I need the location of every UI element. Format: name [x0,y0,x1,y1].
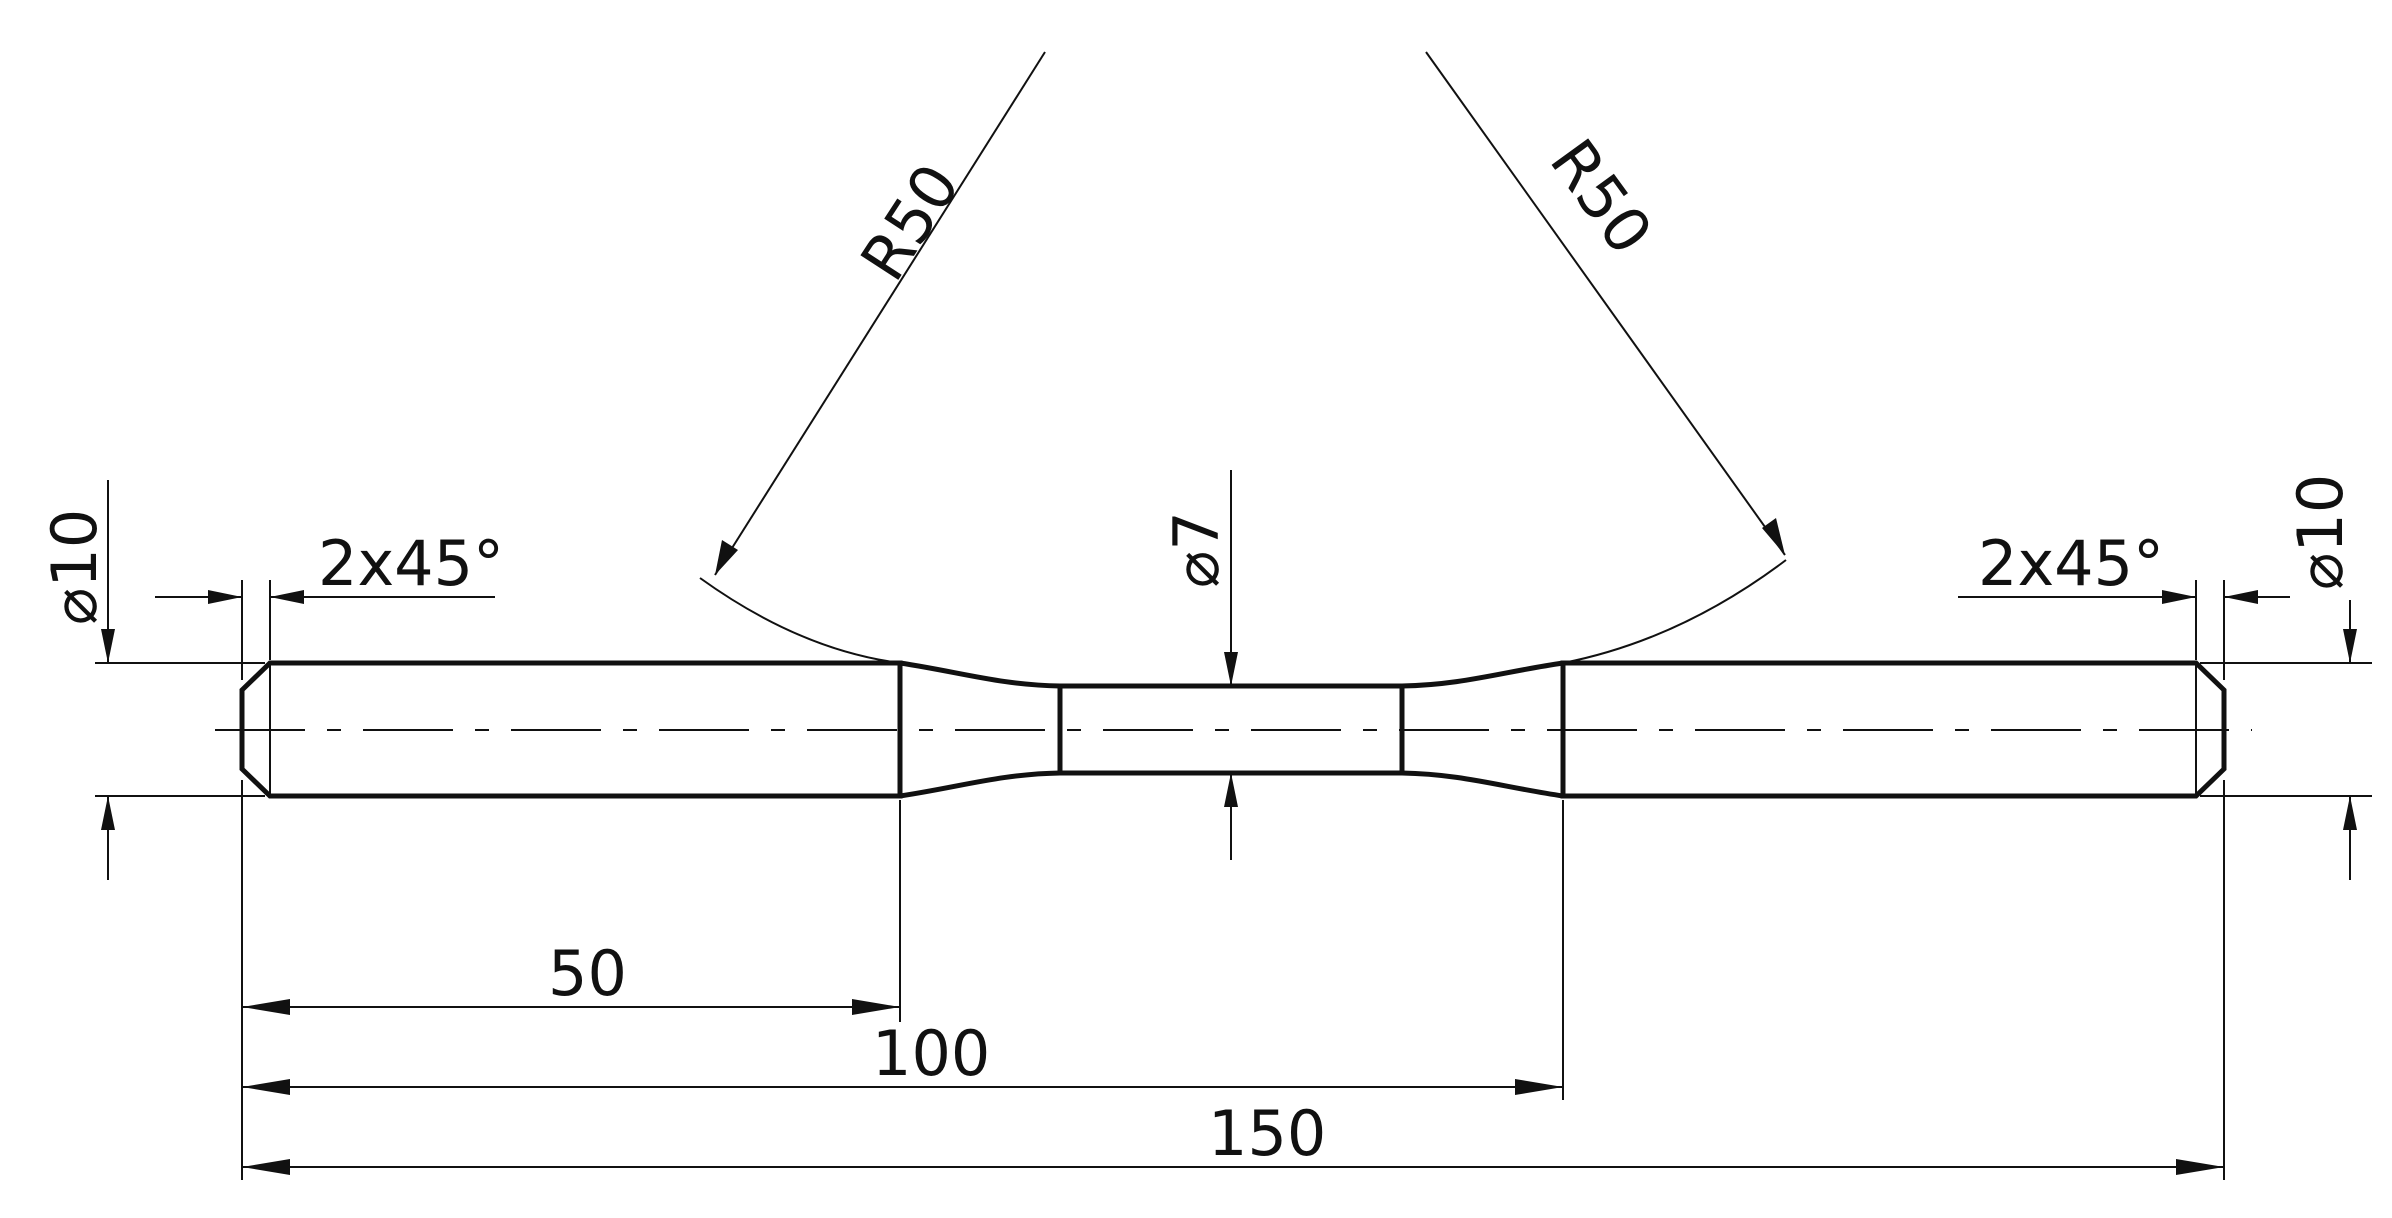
radius-leader-left [714,51,1046,576]
diameter-left-label: ⌀10 [38,509,111,625]
diameter-center-arrow-top [1224,652,1238,686]
length-arrow-50-right [852,999,900,1015]
length-dimensions: 50 100 150 [241,780,2225,1180]
diameter-right-arrow-top [2343,629,2357,663]
radius-arc-left [699,577,901,664]
lower-fillet-right [1401,770,1564,799]
diameter-left-arrow-bottom [101,796,115,830]
radius-arrow-left [715,540,738,575]
diameter-dimensions: ⌀10 ⌀10 ⌀7 [38,470,2372,880]
chamfer-arrow-left-1 [208,590,242,604]
length-arrow-50-left [242,999,290,1015]
radius-arrow-right [1762,518,1785,555]
radius-label-left: R50 [846,151,974,293]
chamfer-arrow-left-2 [270,590,304,604]
radius-label-right: R50 [1536,126,1667,268]
length-arrow-100-right [1515,1079,1563,1095]
length-label-150: 150 [1208,1097,1326,1170]
diameter-right-arrow-bottom [2343,796,2357,830]
specimen-outline [215,660,2252,799]
diameter-center-arrow-bottom [1224,773,1238,807]
upper-fillet-right [1401,660,1564,689]
radius-arc-right [1562,559,1787,664]
length-arrow-100-left [242,1079,290,1095]
length-arrow-150-right [2176,1159,2224,1175]
chamfer-arrow-right-2 [2224,590,2258,604]
chamfer-label-right: 2x45° [1978,527,2164,600]
length-label-50: 50 [548,937,627,1010]
diameter-left-arrow-top [101,629,115,663]
diameter-right-label: ⌀10 [2284,474,2357,590]
chamfer-arrow-right-1 [2162,590,2196,604]
upper-fillet-left [899,660,1061,689]
diameter-center-label: ⌀7 [1160,511,1233,588]
radius-leader-right [1425,51,1786,556]
chamfer-dimensions: 2x45° 2x45° [155,527,2290,680]
chamfer-label-left: 2x45° [318,527,504,600]
lower-fillet-left [899,770,1061,799]
length-label-100: 100 [872,1017,990,1090]
radius-dimensions: R50 R50 [699,51,1787,664]
length-arrow-150-left [242,1159,290,1175]
